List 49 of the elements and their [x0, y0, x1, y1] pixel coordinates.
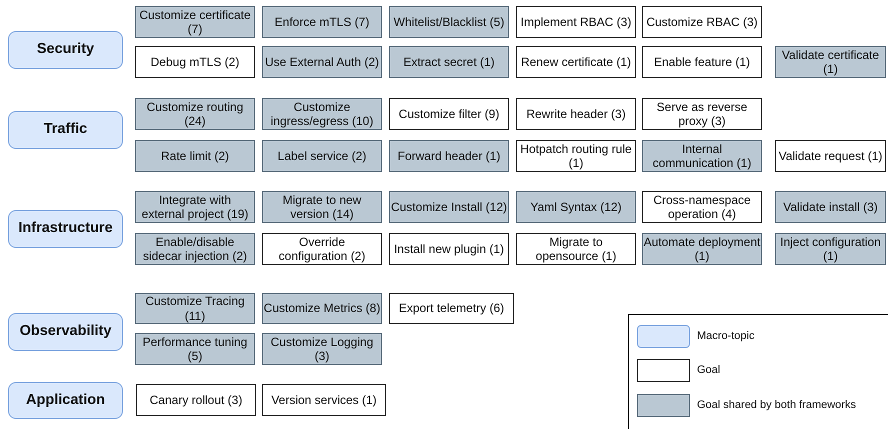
shared-goal-box: Validate certificate (1) — [775, 46, 886, 78]
shared-goal-box: Automate deployment (1) — [642, 233, 762, 265]
topic-box: Security — [8, 31, 123, 69]
shared-goal-box: Enable/disable sidecar injection (2) — [135, 233, 255, 265]
goal-box: Rewrite header (3) — [516, 98, 636, 130]
shared-goal-box: Customize Tracing (11) — [135, 293, 255, 324]
topic-box: Observability — [8, 313, 123, 351]
shared-goal-box: Validate install (3) — [775, 191, 886, 223]
shared-goal-box: Customize Metrics (8) — [262, 293, 382, 324]
shared-goal-box: Internal communication (1) — [642, 140, 762, 172]
goal-box: Version services (1) — [262, 384, 386, 416]
topic-box: Traffic — [8, 111, 123, 149]
shared-goal-box: Integrate with external project (19) — [135, 191, 255, 223]
shared-goal-box: Whitelist/Blacklist (5) — [389, 6, 509, 38]
shared-goal-box: Customize Logging (3) — [262, 333, 382, 365]
shared-goal-box: Rate limit (2) — [135, 140, 255, 172]
shared-goal-box: Forward header (1) — [389, 140, 509, 172]
goal-box: Enable feature (1) — [642, 46, 762, 78]
shared-goal-box: Yaml Syntax (12) — [516, 191, 636, 223]
goal-box: Debug mTLS (2) — [135, 46, 255, 78]
goal-box: Validate request (1) — [775, 140, 886, 172]
goal-box: Implement RBAC (3) — [516, 6, 636, 38]
legend-label: Macro-topic — [697, 330, 754, 342]
shared-goal-box: Customize routing (24) — [135, 98, 255, 130]
goal-box: Canary rollout (3) — [136, 384, 256, 416]
goal-box: Serve as reverse proxy (3) — [642, 98, 762, 130]
legend-label: Goal — [697, 364, 720, 376]
legend-label: Goal shared by both frameworks — [697, 399, 856, 411]
goal-box: Override configuration (2) — [262, 233, 382, 265]
shared-goal-box: Label service (2) — [262, 140, 382, 172]
shared-goal-box: Extract secret (1) — [389, 46, 509, 78]
goal-box: Renew certificate (1) — [516, 46, 636, 78]
topic-box: Application — [8, 382, 123, 419]
shared-goal-box: Inject configuration (1) — [775, 233, 886, 265]
shared-goal-box: Customize certificate (7) — [135, 6, 255, 38]
shared-goal-box: Performance tuning (5) — [135, 333, 255, 365]
goal-box: Migrate to opensource (1) — [516, 233, 636, 265]
shared-goal-box: Customize Install (12) — [389, 191, 509, 223]
goal-box: Export telemetry (6) — [389, 293, 514, 324]
shared-goal-box: Enforce mTLS (7) — [262, 6, 382, 38]
shared-goal-box: Use External Auth (2) — [262, 46, 382, 78]
goal-box: Customize RBAC (3) — [642, 6, 762, 38]
shared-goal-box: Customize ingress/egress (10) — [262, 98, 382, 130]
topic-box: Infrastructure — [8, 210, 123, 248]
goal-box: Cross-namespace operation (4) — [642, 191, 762, 223]
shared-goal-box: Migrate to new version (14) — [262, 191, 382, 223]
goal-box: Hotpatch routing rule (1) — [516, 140, 636, 172]
goal-box: Install new plugin (1) — [389, 233, 509, 265]
goal-box: Customize filter (9) — [389, 98, 509, 130]
